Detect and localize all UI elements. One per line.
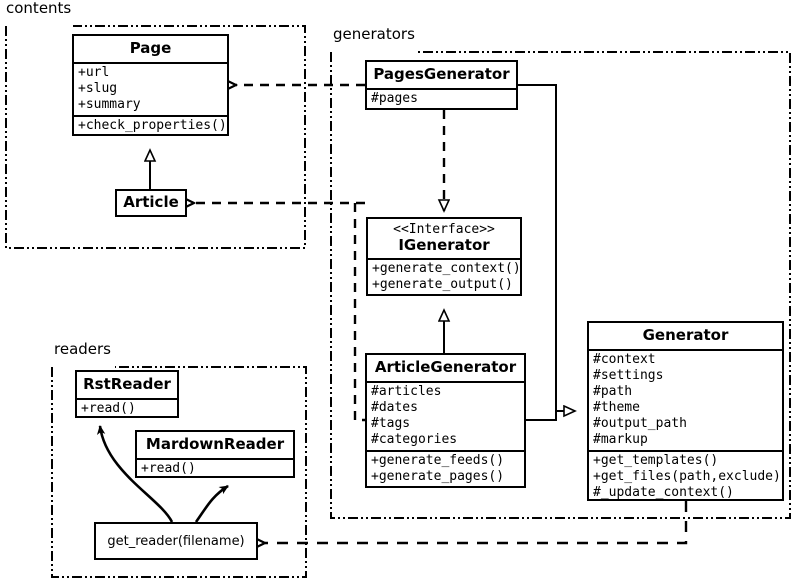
attribute-row: +summary	[78, 97, 141, 112]
class-box-rst-reader[interactable]: RstReader +read()	[75, 370, 179, 418]
class-box-mardown-reader[interactable]: MardownReader +read()	[135, 430, 295, 478]
class-box-pages-generator[interactable]: PagesGenerator #pages	[365, 60, 518, 110]
edge-get-reader-returns-mardownreader	[194, 484, 229, 523]
class-operations-igenerator: +generate_context() +generate_output()	[368, 258, 521, 295]
attribute-row: #categories	[371, 432, 458, 447]
class-name-page: Page	[129, 39, 172, 57]
attribute-row: #settings	[593, 368, 664, 383]
class-name-rst-reader: RstReader	[83, 375, 171, 393]
attribute-row: #pages	[371, 91, 418, 106]
operation-row: +read()	[81, 401, 136, 416]
class-box-igenerator[interactable]: <<Interface>> IGenerator +generate_conte…	[366, 217, 522, 296]
operation-row: +generate_feeds()	[371, 453, 505, 468]
operation-row: #_update_context()	[593, 485, 734, 500]
class-name-mardown-reader: MardownReader	[145, 435, 285, 453]
operation-row: +generate_context()	[372, 261, 521, 276]
class-box-article[interactable]: Article	[115, 189, 187, 217]
attribute-row: #output_path	[593, 416, 687, 431]
package-label-generators: generators	[331, 25, 417, 43]
attribute-row: #path	[593, 384, 633, 399]
class-stereotype-igenerator: <<Interface>>	[393, 222, 495, 237]
edge-articlegenerator-uses-article-elbow	[353, 203, 365, 422]
class-name-generator: Generator	[642, 326, 729, 344]
operation-row: +generate_pages()	[371, 469, 505, 484]
class-operations-page: +check_properties()	[74, 115, 227, 136]
function-box-get-reader[interactable]: get_reader(filename)	[94, 522, 258, 560]
attribute-row: #theme	[593, 400, 640, 415]
attribute-row: +slug	[78, 81, 118, 96]
class-operations-article-generator: +generate_feeds() +generate_pages()	[367, 450, 524, 487]
class-name-article: Article	[123, 193, 179, 211]
class-operations-mardown-reader: +read()	[137, 458, 293, 479]
class-attributes-page: +url +slug +summary	[74, 62, 227, 115]
class-attributes-generator: #context #settings #path #theme #output_…	[589, 349, 782, 450]
class-name-article-generator: ArticleGenerator	[374, 358, 517, 376]
edge-generator-uses-get-reader	[265, 501, 688, 543]
attribute-row: #tags	[371, 416, 411, 431]
operation-row: +check_properties()	[78, 118, 227, 133]
edge-articlegenerator-extends-generator	[526, 411, 575, 421]
class-operations-generator: +get_templates() +get_files(path,exclude…	[589, 450, 782, 503]
operation-row: +generate_output()	[372, 277, 513, 292]
package-label-contents: contents	[4, 0, 74, 17]
class-attributes-pages-generator: #pages	[367, 88, 516, 109]
class-attributes-article-generator: #articles #dates #tags #categories	[367, 381, 524, 450]
class-name-igenerator: IGenerator	[398, 236, 490, 254]
operation-row: +read()	[141, 461, 196, 476]
class-box-generator[interactable]: Generator #context #settings #path #them…	[587, 321, 784, 501]
operation-row: +get_templates()	[593, 453, 719, 468]
attribute-row: #articles	[371, 384, 442, 399]
package-label-readers: readers	[52, 340, 113, 358]
operation-row: +get_files(path,exclude)	[593, 469, 781, 484]
class-box-article-generator[interactable]: ArticleGenerator #articles #dates #tags …	[365, 353, 526, 488]
attribute-row: #dates	[371, 400, 418, 415]
attribute-row: #context	[593, 352, 656, 367]
class-name-pages-generator: PagesGenerator	[373, 65, 510, 83]
class-operations-rst-reader: +read()	[77, 398, 177, 419]
class-box-page[interactable]: Page +url +slug +summary +check_properti…	[72, 34, 229, 136]
attribute-row: +url	[78, 65, 110, 80]
attribute-row: #markup	[593, 432, 648, 447]
function-label-get-reader: get_reader(filename)	[107, 533, 245, 549]
